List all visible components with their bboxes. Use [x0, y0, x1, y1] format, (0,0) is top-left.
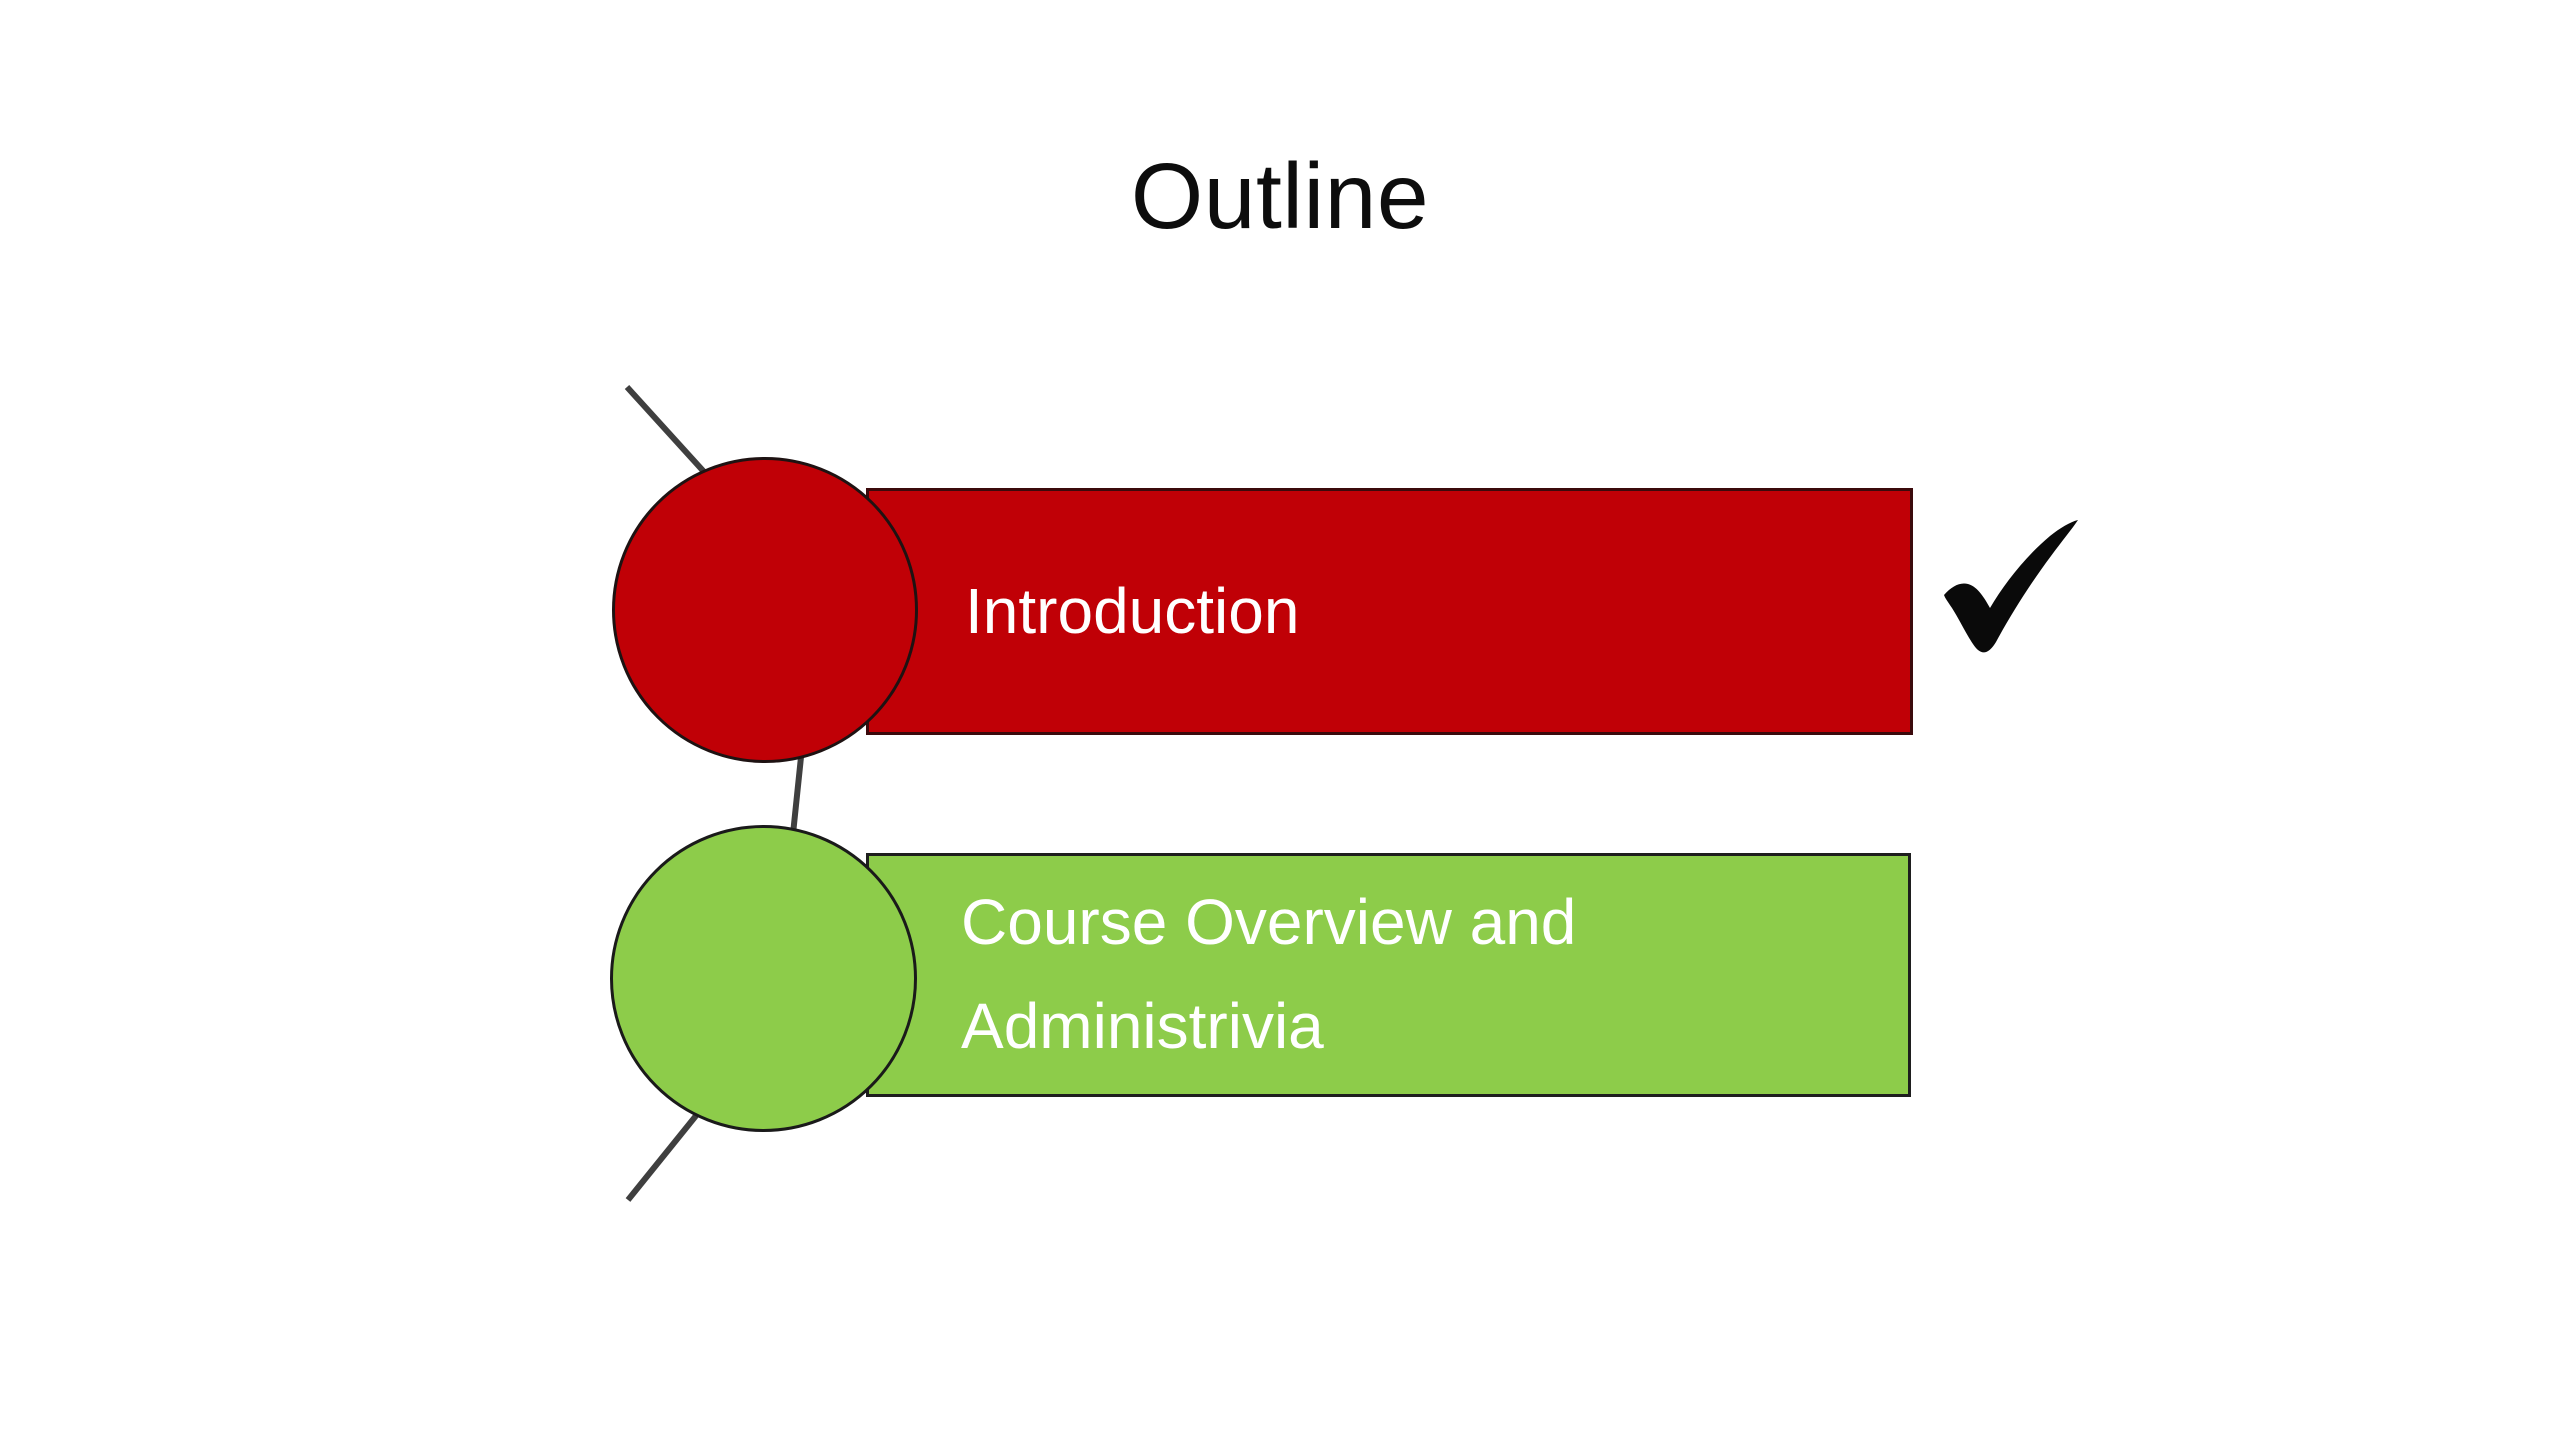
check-icon [1944, 520, 2078, 653]
outline-bar-introduction[interactable]: Introduction [866, 488, 1913, 735]
connector-line-middle [790, 756, 804, 835]
outline-label-course-overview: Course Overview and Administrivia [961, 886, 1577, 1062]
page-title: Outline [1130, 144, 1430, 248]
outline-label-introduction: Introduction [965, 574, 1300, 647]
outline-bullet-introduction[interactable] [612, 457, 918, 763]
outline-bar-course-overview[interactable]: Course Overview and Administrivia [866, 853, 1911, 1097]
connector-line-top [624, 384, 709, 477]
outline-bullet-course-overview[interactable] [610, 825, 917, 1132]
connector-line-bottom [625, 1110, 702, 1202]
